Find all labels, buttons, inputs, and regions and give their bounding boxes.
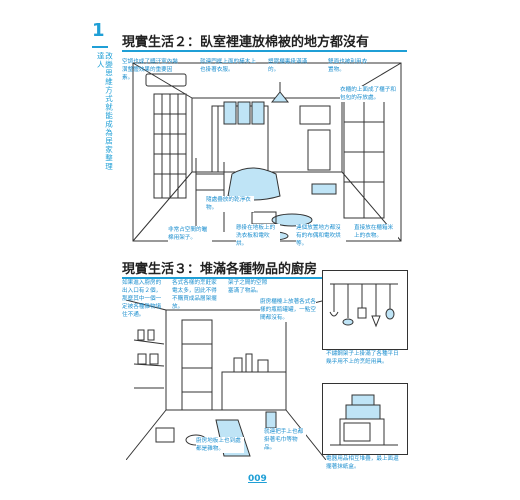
bedroom-note-plush-toys: 連個放置地方都沒有的布偶和電吹烘等。 (296, 224, 346, 248)
bedroom-note-door-frame: 就連門框上面的橫木上也掛著衣服。 (200, 59, 256, 73)
page-number: 009 (248, 474, 267, 484)
bedroom-note-washboard: 懸掛在地板上的洗衣板和電吹烘。 (236, 224, 280, 248)
section3-rule (122, 277, 407, 279)
chapter-side-rule (92, 46, 108, 48)
bedroom-note-plastic-shelf: 塑膠櫃裏掛滿滿的。 (268, 59, 308, 73)
kitchen-note-floor: 廚房地板上也到處都是雜物。 (196, 437, 244, 453)
section2-title: 現實生活２：臥室裡連放棉被的地方都沒有 (122, 35, 370, 50)
bedroom-note-double-sided: 雙面也被利用衣置物。 (328, 59, 368, 73)
utensil-rack-drawing (329, 283, 398, 328)
section3-title: 現實生活３：堆滿各種物品的廚房 (122, 262, 318, 277)
chapter-number: 1 (92, 20, 105, 41)
kitchen-note-towel: 就連把手上也都掛著毛巾等物品。 (264, 428, 306, 452)
bedroom-note-clean-clothes: 隨處疊放的乾淨衣物。 (206, 196, 254, 212)
kitchen-note-appliances: 各式各樣的烹飪家電太多，因此不得不購買成品層架擺放。 (172, 280, 217, 310)
kitchen-note-stacked-appliances: 電器用品相互堆疊，最上面還擺著抹紙盒。 (326, 456, 399, 470)
kitchen-note-utensil-rack: 不鏽鋼架子上掛滿了各種平日幾乎用不上的烹飪用具。 (326, 351, 399, 365)
chapter-side-title: 改變思維方式就能成為居家整理達人 (96, 52, 114, 171)
kitchen-note-doorway: 如果進入廚房的出入口有２個，那麼其中一個一定被各種雜物堵住不通。 (122, 280, 162, 318)
bedroom-note-rice-box: 直接放在櫃箱米上的衣物。 (354, 224, 398, 240)
bedroom-note-aircon: 空調也成了髒汙室內裝潢整體效果的重要因素。 (122, 59, 178, 81)
appliance-stack-drawing (330, 394, 398, 446)
section2-rule (122, 50, 407, 52)
bedroom-note-wardrobe-top: 衣櫃的上面成了櫃子和包包的存放處。 (340, 86, 398, 102)
kitchen-note-shelf-gaps: 架子之間的空隙塞滿了物品。 (228, 280, 268, 294)
utensil-rack-inset (322, 270, 408, 350)
bedroom-note-drying-rack: 非常占空間的曬棉用架子。 (168, 226, 212, 242)
kitchen-note-counter: 廚房櫃檯上放著各式各樣的瓶瓶罐罐，一點空間都沒有。 (260, 298, 316, 322)
